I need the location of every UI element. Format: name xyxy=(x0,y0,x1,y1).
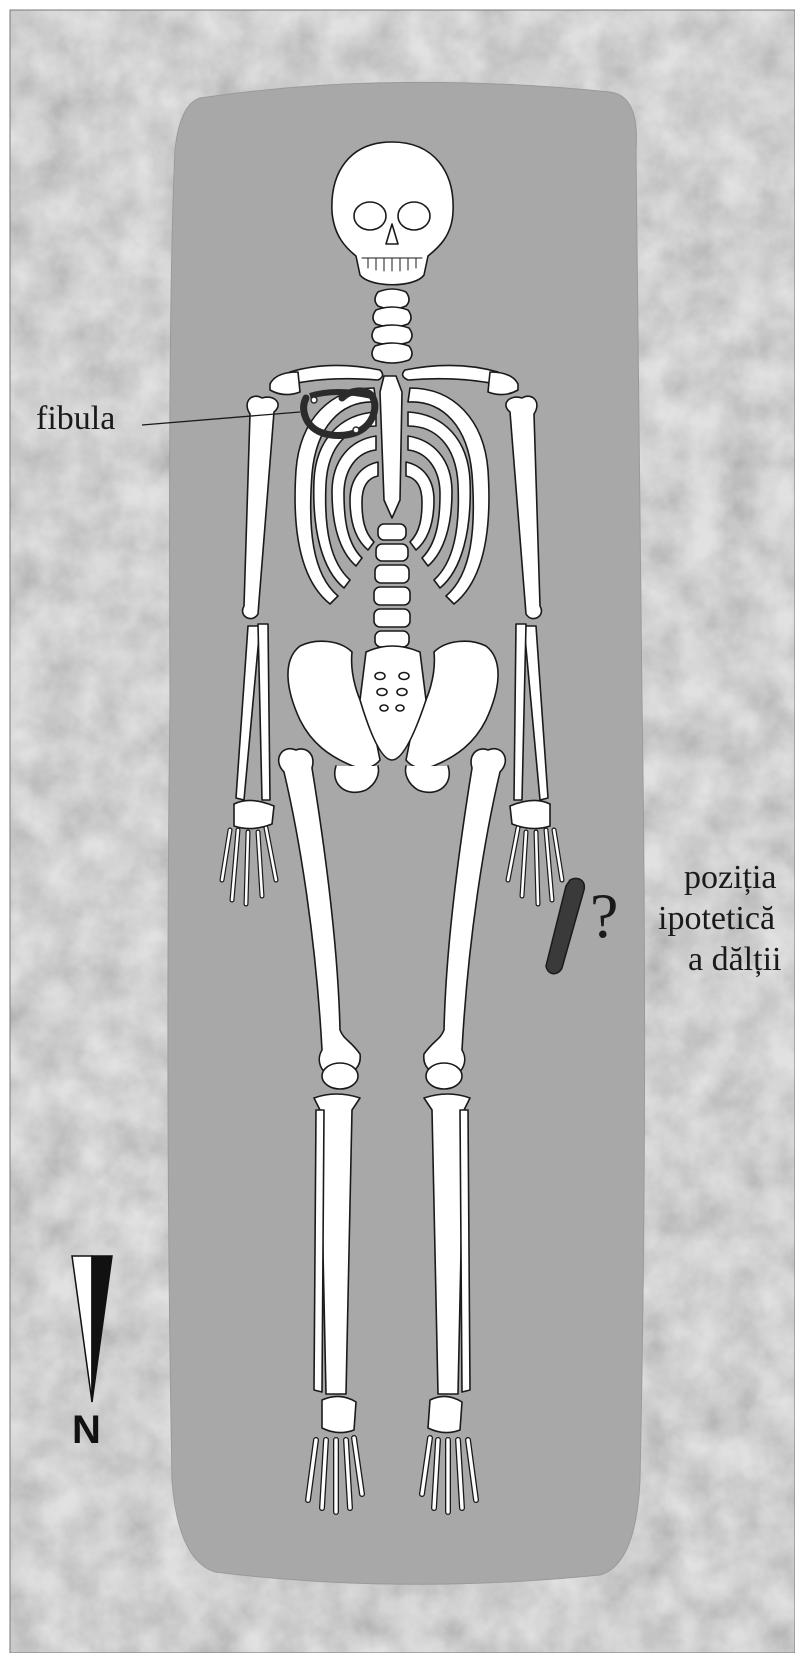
north-letter: N xyxy=(72,1408,101,1453)
hypothetical-position-label-line3: a dălții xyxy=(688,943,781,977)
question-mark: ? xyxy=(590,884,618,948)
hypothetical-position-label-line2: ipotetică xyxy=(658,902,775,936)
hypothetical-position-label-line1: poziția xyxy=(684,861,777,895)
fibula-label: fibula xyxy=(36,402,115,436)
